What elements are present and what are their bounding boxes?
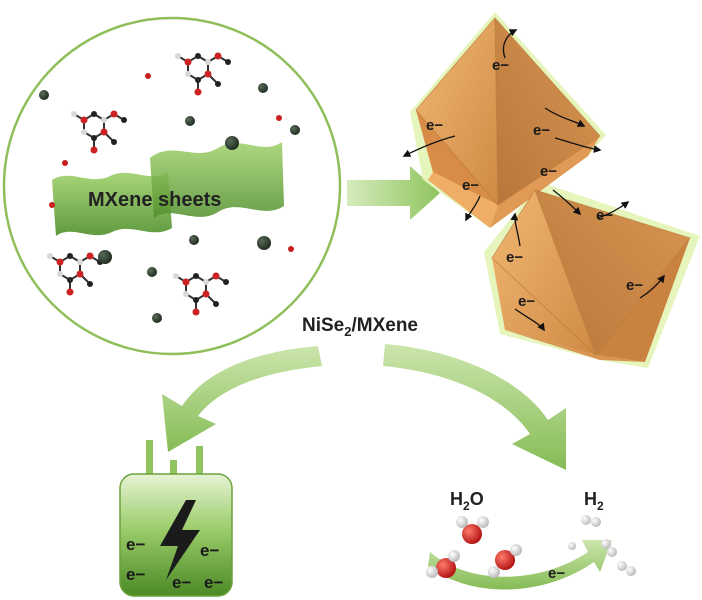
octahedra-electrons: e−e−e−e−e−e−e−e−e− <box>426 57 643 310</box>
ion-dot <box>288 246 294 252</box>
mxene-sheets-label: MXene sheets <box>88 189 221 211</box>
glucose-molecule-icon <box>173 272 229 316</box>
glucose-molecule-icon <box>47 252 103 296</box>
nickel-ions <box>39 73 300 323</box>
glucose-molecule-icon <box>175 52 231 96</box>
electron-label: e− <box>204 573 223 592</box>
hydrogen-molecule-icon <box>568 515 636 576</box>
ion-sphere <box>258 83 268 93</box>
her-application-arrow-icon <box>383 344 566 470</box>
water-label: H2O <box>450 489 484 513</box>
ion-sphere <box>98 250 112 264</box>
electron-label: e− <box>462 177 479 194</box>
reaction-electron-label: e− <box>548 565 565 582</box>
electron-label: e− <box>492 57 509 74</box>
electron-label: e− <box>172 573 191 592</box>
ion-sphere <box>189 235 199 245</box>
electron-label: e− <box>533 122 550 139</box>
ion-dot <box>145 73 151 79</box>
ion-dot <box>62 160 68 166</box>
reaction-arrow-icon <box>428 540 612 590</box>
electron-label: e− <box>626 277 643 294</box>
ion-dot <box>276 115 282 121</box>
battery-electrons: e− e− e− e− e− <box>126 535 223 592</box>
ion-sphere <box>257 236 271 250</box>
electron-label: e− <box>126 535 145 554</box>
electron-label: e− <box>540 163 557 180</box>
ion-sphere <box>290 125 300 135</box>
composite-label: NiSe2/MXene <box>302 315 418 339</box>
electron-label: e− <box>200 541 219 560</box>
glucose-molecule-icon <box>71 110 127 154</box>
water-molecule-icon <box>426 516 522 578</box>
electron-label: e− <box>506 249 523 266</box>
lightning-bolt-icon <box>160 500 200 580</box>
ion-sphere <box>39 90 49 100</box>
mxene-sheets-icon <box>52 142 284 236</box>
nise2-octahedra-icon <box>410 12 700 368</box>
synthesis-arrow-icon <box>347 166 440 220</box>
electron-path-arrows <box>402 29 665 332</box>
ion-sphere <box>185 116 195 126</box>
glucose-molecules <box>47 52 231 316</box>
battery-application-arrow-icon <box>162 346 322 452</box>
ion-sphere <box>152 313 162 323</box>
ion-dot <box>49 202 55 208</box>
ion-sphere <box>147 267 157 277</box>
hydrogen-label: H2 <box>584 489 604 513</box>
electron-label: e− <box>126 565 145 584</box>
ion-sphere <box>225 136 239 150</box>
electron-label: e− <box>426 117 443 134</box>
electron-label: e− <box>518 293 535 310</box>
